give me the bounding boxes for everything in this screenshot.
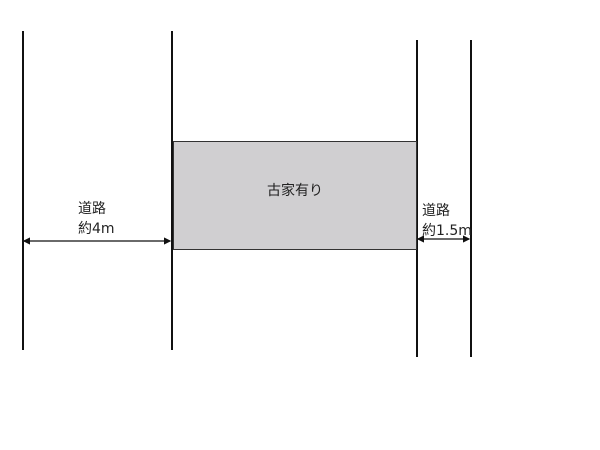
road-right-inner-line: [416, 40, 418, 357]
road-right-title: 道路: [422, 203, 450, 219]
road-left-title: 道路: [78, 201, 106, 217]
road-right-label: 道路 約1.5m: [422, 201, 472, 241]
road-right-outer-line: [470, 40, 472, 357]
road-left-outer-line: [22, 31, 24, 350]
house-label: 古家有り: [267, 183, 323, 199]
road-left-label: 道路 約4m: [78, 199, 115, 239]
road-left-width: 約4m: [78, 221, 115, 237]
old-house-lot: 古家有り: [173, 141, 417, 250]
road-left-inner-line: [171, 31, 173, 350]
road-right-width: 約1.5m: [422, 223, 472, 239]
